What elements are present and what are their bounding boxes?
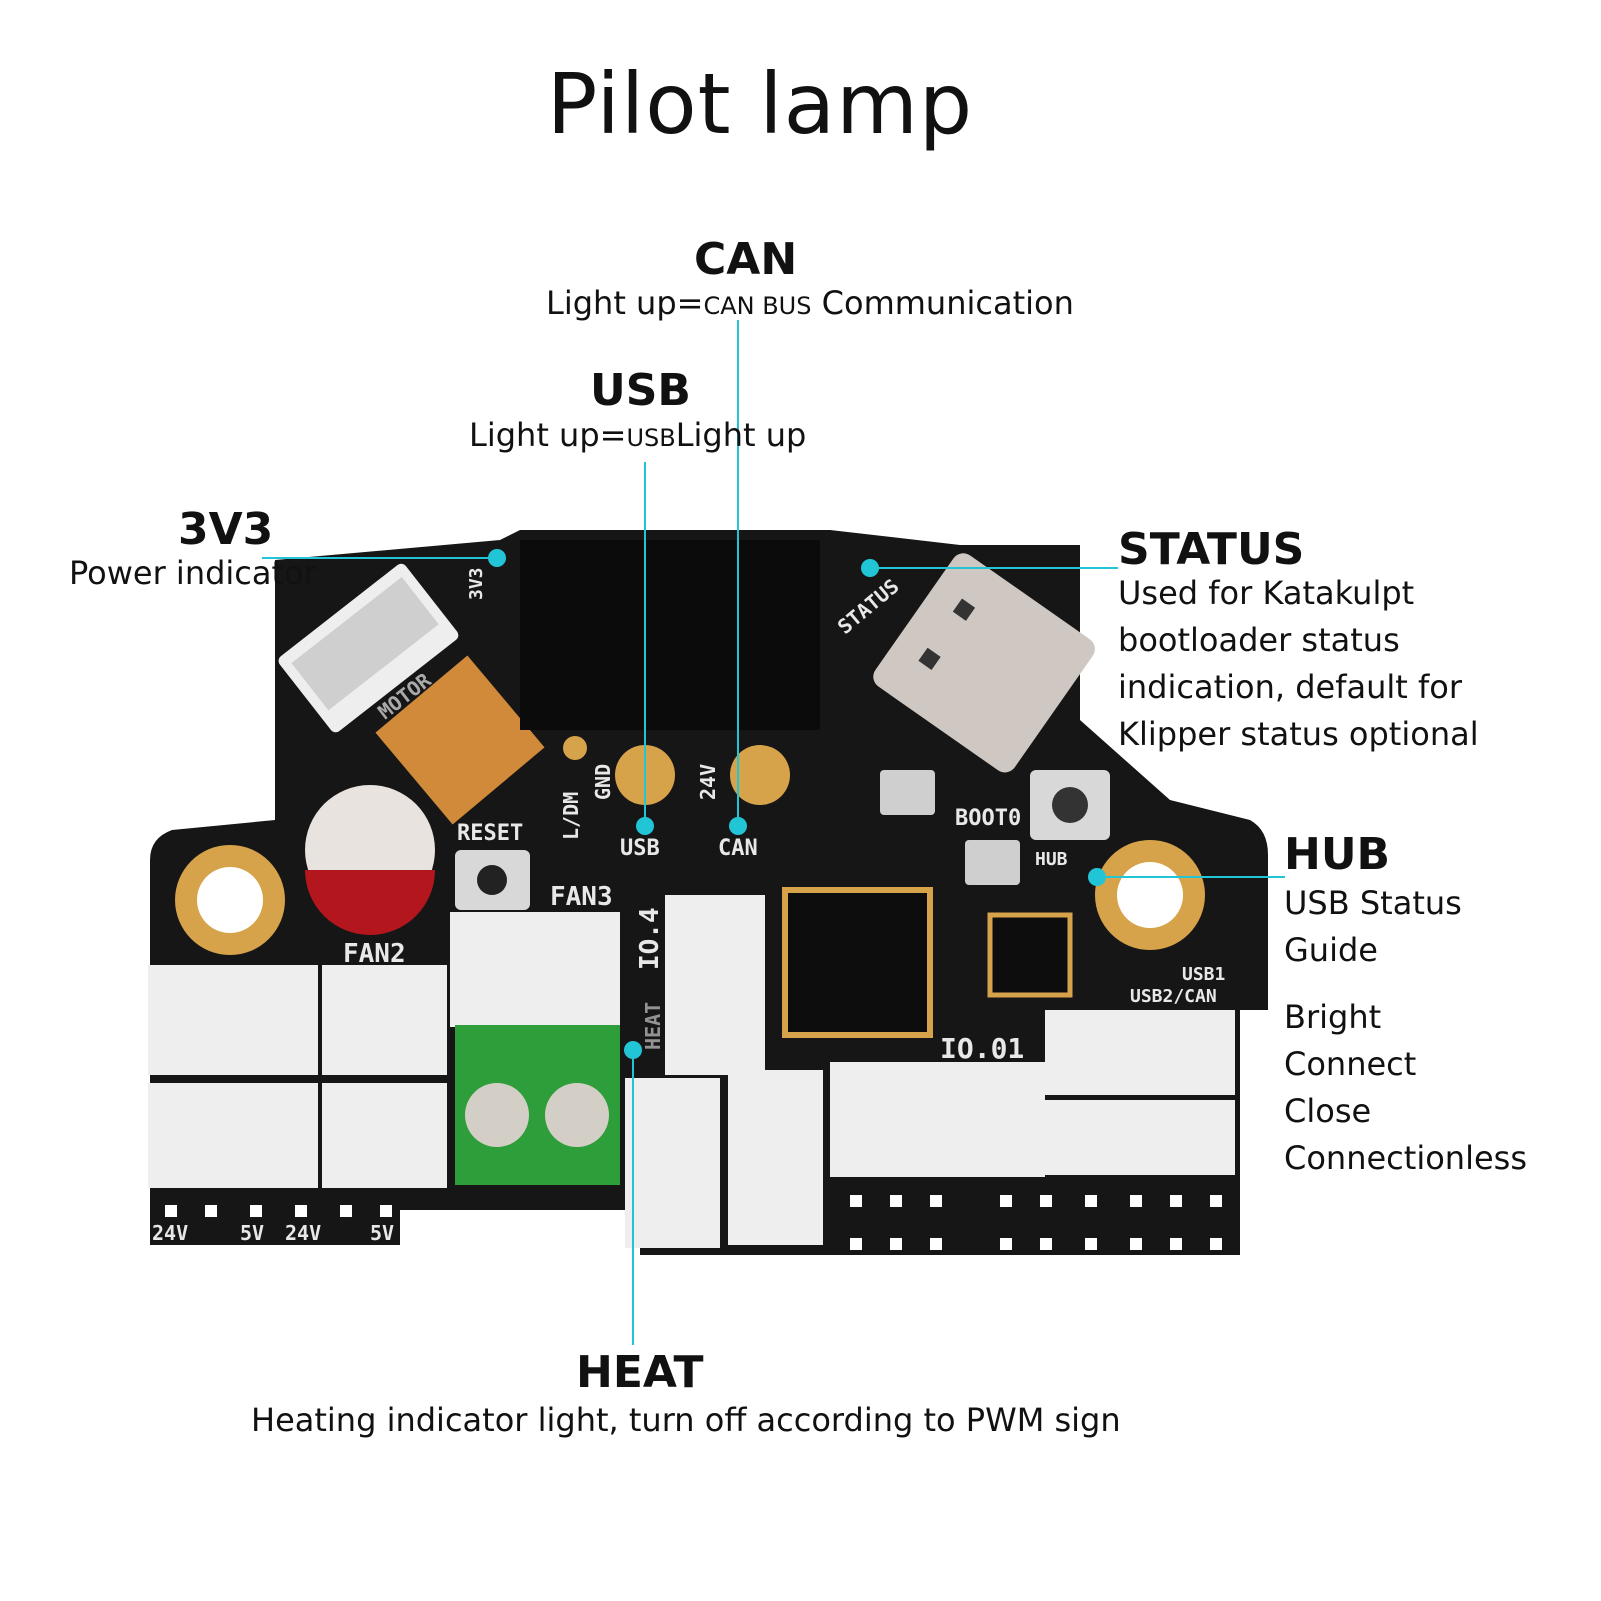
header-pins [165, 1195, 1222, 1250]
heat-description: Heating indicator light, turn off accord… [251, 1401, 1121, 1439]
hub-description: USB Status Guide [1284, 880, 1462, 974]
v33-heading: 3V3 [178, 504, 274, 555]
usb-hub-chip [987, 912, 1073, 998]
led-hub-dot [1088, 868, 1106, 886]
silk-can: CAN [718, 836, 758, 861]
can-desc-b: CAN BUS [703, 292, 812, 320]
boot-button [1030, 770, 1110, 840]
v33-description: Power indicator [69, 554, 317, 592]
silk-usb2can: USB2/CAN [1130, 986, 1217, 1007]
silk-24v-b: 24V [285, 1221, 321, 1245]
silk-5v-b: 5V [370, 1221, 394, 1245]
silk-5v-a: 5V [240, 1221, 264, 1245]
capacitor [305, 785, 435, 935]
silk-reset: RESET [457, 821, 523, 846]
can-desc-a: Light up= [546, 284, 704, 322]
post-can [730, 745, 790, 805]
black-module [520, 540, 820, 730]
silk-hub: HUB [1035, 849, 1068, 870]
usb-description: Light up=USBLight up [469, 412, 806, 462]
reset-button [455, 850, 530, 910]
can-desc-c: Communication [811, 284, 1074, 322]
buzzer-pad [375, 655, 545, 825]
status-description: Used for Katakulpt bootloader status ind… [1118, 570, 1479, 758]
status-line: bootloader status [1118, 621, 1400, 659]
hub-state: Bright [1284, 998, 1382, 1036]
hub-line: Guide [1284, 931, 1378, 969]
silk-usb: USB [620, 836, 660, 861]
silk-fan2: FAN2 [343, 939, 406, 969]
usb-desc-c: Light up [675, 416, 807, 454]
led-can-dot [729, 817, 747, 835]
page-title: Pilot lamp [546, 55, 974, 153]
silk-boot0: BOOT0 [955, 806, 1021, 831]
hub-states: Bright Connect Close Connectionless [1284, 994, 1527, 1182]
silk-3v3: 3V3 [466, 567, 487, 600]
crystal [965, 840, 1020, 885]
silk-24v: 24V [696, 764, 720, 800]
silk-heat: HEAT [641, 1002, 665, 1050]
silk-fan3: FAN3 [550, 882, 613, 912]
led-3v3-dot [488, 549, 506, 567]
usb-c-connector [873, 553, 1095, 773]
silk-24v-a: 24V [152, 1221, 188, 1245]
callout-lines [262, 320, 1285, 1345]
status-line: Used for Katakulpt [1118, 574, 1415, 612]
hub-state: Connectionless [1284, 1139, 1527, 1177]
motor-connector [278, 563, 459, 733]
mcu-chip [782, 887, 933, 1038]
can-heading: CAN [694, 234, 798, 285]
crystal-2 [880, 770, 935, 815]
silk-ldm: L/DM [559, 792, 583, 840]
usb-heading: USB [590, 365, 691, 416]
hub-heading: HUB [1284, 829, 1391, 880]
led-status-dot [861, 559, 879, 577]
silk-gnd: GND [591, 764, 615, 800]
terminal-block [455, 1025, 620, 1185]
led-usb-dot [636, 817, 654, 835]
led-heat-dot [624, 1041, 642, 1059]
hub-state: Close [1284, 1092, 1372, 1130]
silk-io01: IO.01 [940, 1032, 1024, 1065]
mounting-hole-right [1095, 840, 1205, 950]
heat-heading: HEAT [576, 1347, 704, 1398]
usb-desc-b: USB [626, 424, 676, 452]
can-description: Light up=CAN BUS Communication [546, 280, 1074, 330]
hub-line: USB Status [1284, 884, 1462, 922]
silk-usb1: USB1 [1182, 964, 1225, 985]
silk-io4: IO.4 [635, 907, 665, 970]
status-line: indication, default for [1118, 668, 1462, 706]
status-heading: STATUS [1118, 524, 1305, 575]
jst-connectors [148, 895, 1235, 1248]
post-gnd [563, 736, 587, 760]
hub-state: Connect [1284, 1045, 1417, 1083]
status-line: Klipper status optional [1118, 715, 1479, 753]
mounting-hole-left [175, 845, 285, 955]
usb-desc-a: Light up= [469, 416, 627, 454]
